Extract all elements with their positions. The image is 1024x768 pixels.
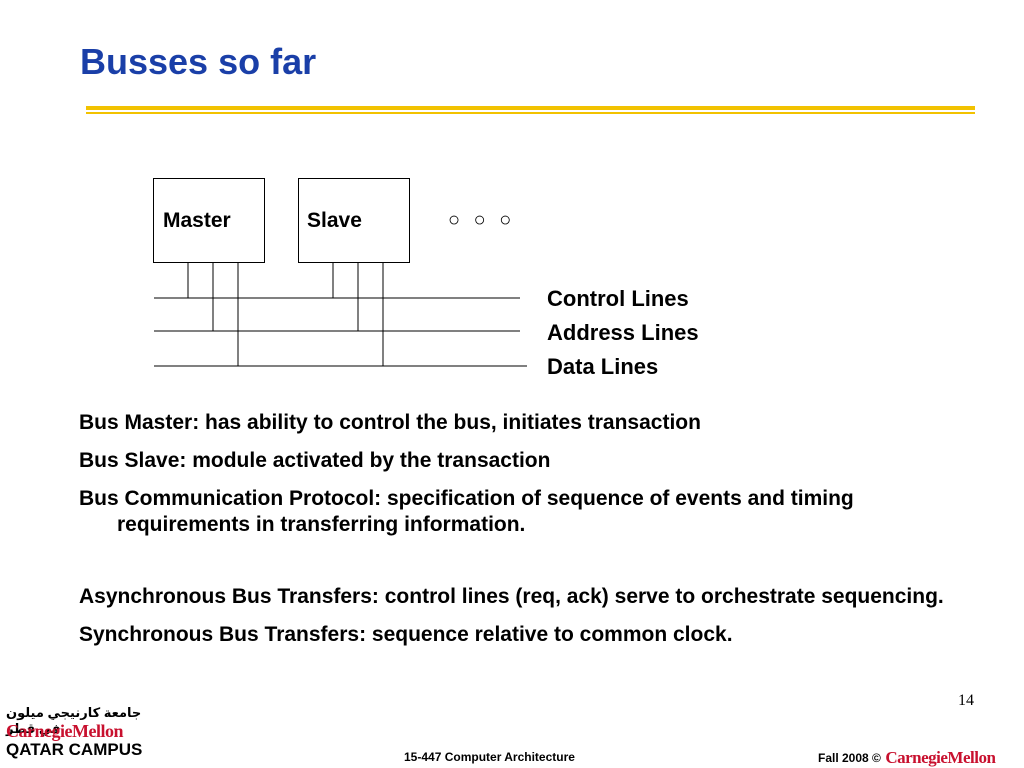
- campus-university-name: CarnegieMellon: [6, 721, 123, 741]
- master-label: Master: [163, 209, 231, 232]
- bus-diagram: Master Slave ○ ○ ○ Control Lines Address…: [153, 178, 699, 379]
- campus-arabic-name: جامعة كارنيجي ميلون في قطر: [6, 705, 142, 736]
- bus-protocol-definition: Bus Communication Protocol: specificatio…: [79, 487, 854, 536]
- footer-brand-logo: CarnegieMellon: [885, 748, 996, 767]
- campus-subtitle: QATAR CAMPUS: [6, 740, 143, 759]
- bus-slave-definition: Bus Slave: module activated by the trans…: [79, 449, 551, 472]
- footer-right: Fall 2008 © CarnegieMellon: [818, 748, 996, 768]
- data-lines-label: Data Lines: [547, 354, 659, 379]
- address-lines-label: Address Lines: [547, 320, 699, 345]
- footer-term: Fall 2008 ©: [818, 751, 881, 765]
- sync-transfer-definition: Synchronous Bus Transfers: sequence rela…: [79, 623, 733, 646]
- slave-box: [298, 178, 410, 263]
- bus-lines-svg: [154, 262, 527, 367]
- bus-master-definition: Bus Master: has ability to control the b…: [79, 411, 701, 434]
- control-lines-label: Control Lines: [547, 286, 689, 311]
- async-transfer-definition: Asynchronous Bus Transfers: control line…: [79, 585, 944, 608]
- page-number: 14: [958, 692, 974, 709]
- title-divider-thin: [86, 112, 975, 114]
- title-divider: [86, 106, 975, 110]
- master-box: [153, 178, 265, 263]
- definitions-list: Bus Master: has ability to control the b…: [79, 410, 949, 660]
- footer-course: 15-447 Computer Architecture: [404, 750, 575, 764]
- slave-label: Slave: [307, 209, 362, 232]
- cmu-qatar-logo: جامعة كارنيجي ميلون في قطر CarnegieMello…: [6, 705, 156, 759]
- slide-title: Busses so far: [80, 41, 317, 82]
- more-modules-symbol: ○ ○ ○: [448, 209, 516, 231]
